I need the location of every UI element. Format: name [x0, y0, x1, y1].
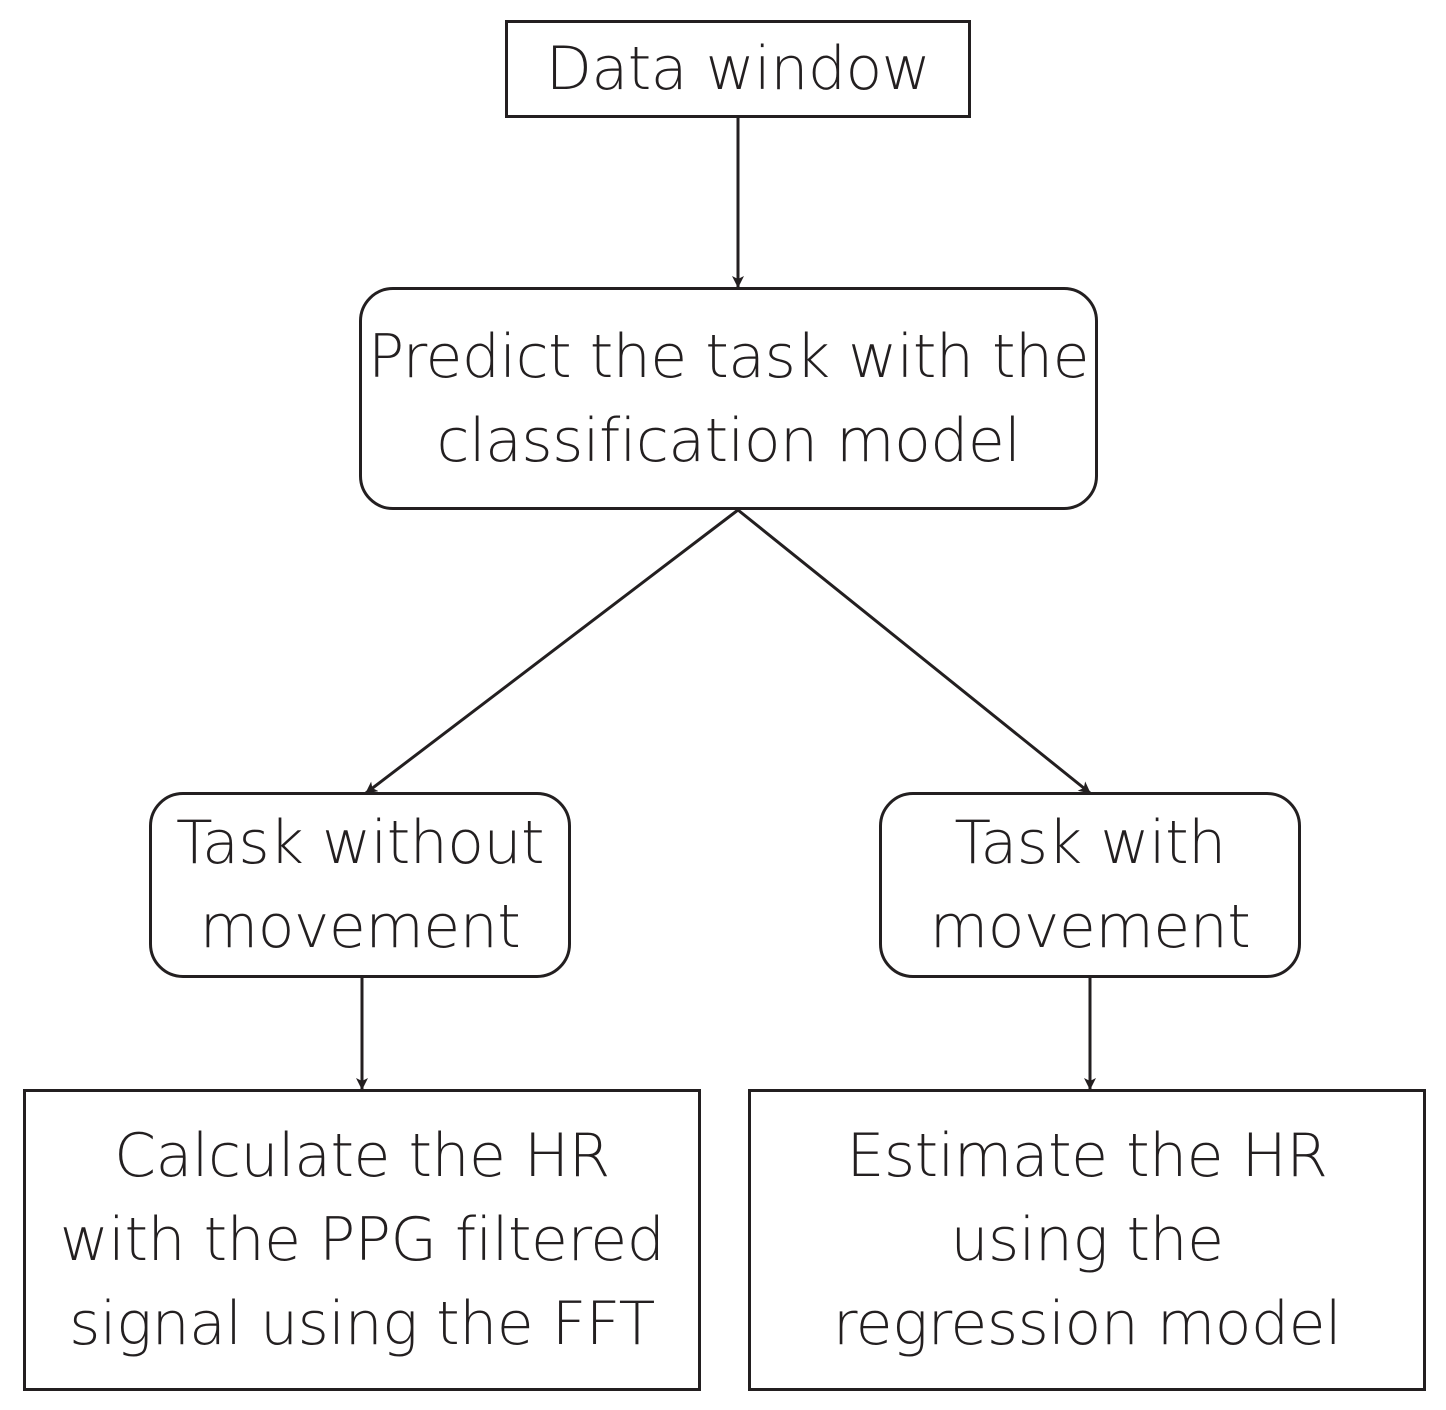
task-without-movement-box: Task without movement — [149, 792, 571, 978]
estimate-hr-box: Estimate the HR using the regression mod… — [748, 1089, 1426, 1391]
arrow-predict-task-to-task-without-movement — [365, 508, 739, 795]
calculate-hr-box: Calculate the HR with the PPG filtered s… — [23, 1089, 701, 1391]
task-with-movement-box: Task with movement — [879, 792, 1301, 978]
estimate-hr-label: Estimate the HR using the regression mod… — [832, 1121, 1342, 1359]
task-without-movement-label: Task without movement — [175, 808, 545, 962]
calculate-hr-label: Calculate the HR with the PPG filtered s… — [59, 1121, 665, 1359]
predict-task-label: Predict the task with the classification… — [368, 321, 1089, 476]
task-with-movement-label: Task with movement — [929, 808, 1251, 962]
arrow-predict-task-to-task-with-movement — [737, 508, 1091, 795]
predict-task-box: Predict the task with the classification… — [359, 287, 1098, 510]
data-window-box: Data window — [505, 20, 971, 118]
data-window-label: Data window — [545, 34, 931, 104]
